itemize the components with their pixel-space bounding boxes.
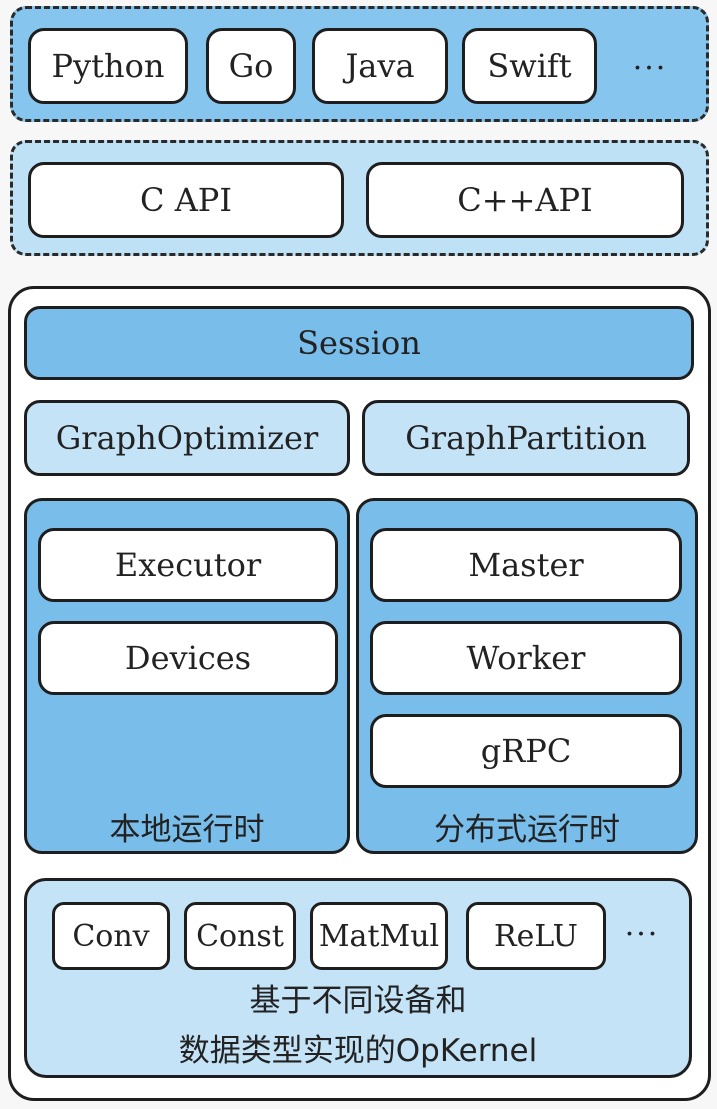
executor-box: Executor	[38, 528, 338, 602]
worker-box: Worker	[370, 621, 682, 695]
kernel-const: Const	[184, 902, 296, 970]
kernel-more-ellipsis: ···	[624, 916, 660, 952]
grpc-box: gRPC	[370, 714, 682, 788]
lang-more-ellipsis: ···	[632, 50, 668, 86]
master-box: Master	[370, 528, 682, 602]
cpp-api-box: C++API	[366, 162, 684, 238]
opkernel-caption-line2: 数据类型实现的OpKernel	[178, 1032, 538, 1069]
lang-python: Python	[28, 28, 188, 104]
c-api-box: C API	[28, 162, 344, 238]
graph-optimizer-box: GraphOptimizer	[24, 400, 350, 476]
lang-java: Java	[312, 28, 448, 104]
session-box: Session	[24, 306, 694, 380]
distributed-runtime-caption: 分布式运行时	[434, 811, 620, 848]
kernel-relu: ReLU	[466, 902, 606, 970]
lang-go: Go	[206, 28, 296, 104]
local-runtime-caption: 本地运行时	[109, 811, 265, 848]
kernel-matmul: MatMul	[310, 902, 448, 970]
devices-box: Devices	[38, 621, 338, 695]
lang-swift: Swift	[462, 28, 597, 104]
opkernel-caption-line1: 基于不同设备和	[249, 982, 467, 1019]
kernel-conv: Conv	[52, 902, 170, 970]
graph-partition-box: GraphPartition	[362, 400, 690, 476]
